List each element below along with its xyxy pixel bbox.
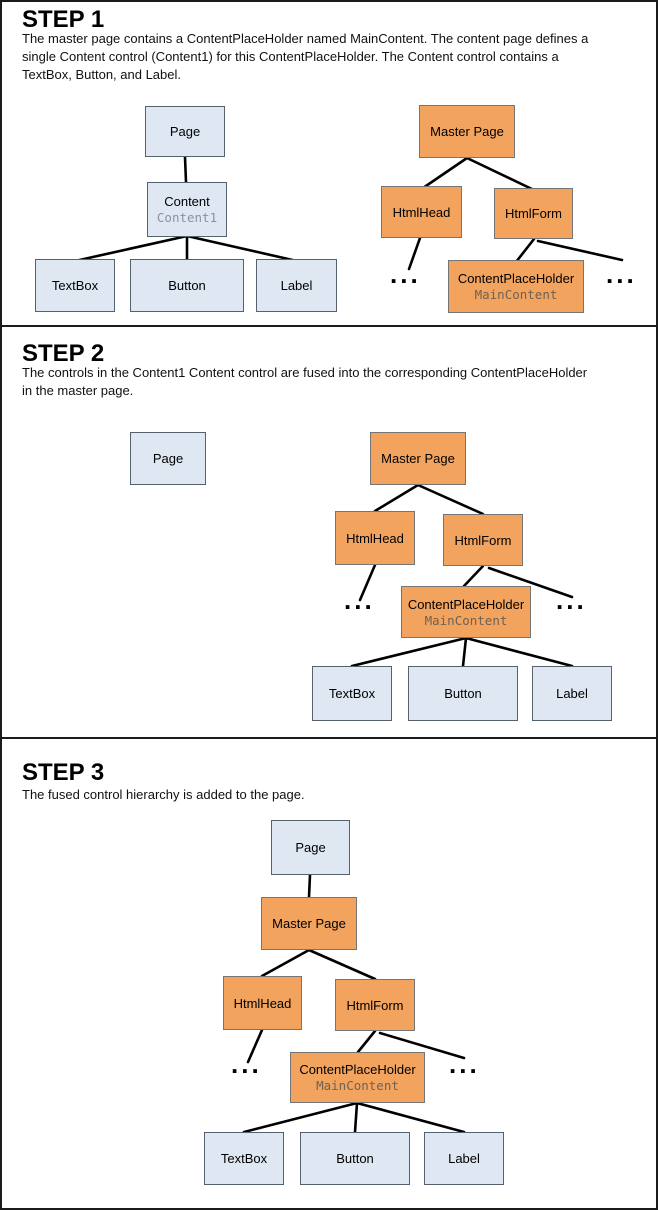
step1-node-content-label: Content	[164, 194, 210, 209]
step3-node-htmlhead-label: HtmlHead	[233, 995, 292, 1011]
connector-master-htmlform	[307, 948, 377, 981]
step3-panel: STEP 3 The fused control hierarchy is ad…	[2, 739, 656, 1208]
step2-node-textbox-label: TextBox	[328, 686, 376, 701]
step1-ellipsis-right: ...	[606, 259, 637, 289]
step3-node-htmlhead: HtmlHead	[223, 976, 302, 1030]
connector-master-htmlform	[416, 483, 485, 516]
connector-page-content	[183, 155, 188, 184]
step1-node-label: Label	[256, 259, 337, 312]
connector-htmlform-cph	[356, 1029, 377, 1054]
connector-page-master	[307, 873, 312, 899]
step1-node-page-label: Page	[169, 124, 201, 139]
step1-node-contentplaceholder-id: MainContent	[474, 287, 558, 302]
step2-node-button-label: Button	[444, 686, 482, 701]
step1-connector-lines	[73, 155, 624, 271]
connector-master-htmlhead	[373, 483, 420, 513]
connector-htmlhead-ellipsis	[358, 563, 377, 602]
step3-node-page: Page	[271, 820, 350, 875]
connector-htmlform-ellipsis	[487, 566, 574, 599]
step3-heading: STEP 3	[22, 759, 105, 786]
step1-heading: STEP 1	[22, 6, 105, 33]
step2-node-page: Page	[130, 432, 206, 485]
step2-node-htmlhead-label: HtmlHead	[346, 530, 404, 546]
step2-node-master-page: Master Page	[370, 432, 466, 485]
step3-node-master-page-label: Master Page	[272, 916, 346, 931]
step1-node-content: Content Content1	[147, 182, 227, 237]
step1-node-textbox-label: TextBox	[51, 278, 99, 293]
step3-node-htmlform: HtmlForm	[335, 979, 415, 1031]
step1-description: The master page contains a ContentPlaceH…	[22, 31, 589, 82]
connector-cph-label	[355, 1101, 466, 1134]
step3-node-contentplaceholder: ContentPlaceHolder MainContent	[290, 1052, 425, 1103]
step1-node-content-id: Content1	[156, 210, 218, 225]
step1-node-master-page: Master Page	[419, 105, 515, 158]
step1-node-htmlhead-label: HtmlHead	[392, 204, 451, 220]
step1-node-textbox: TextBox	[35, 259, 115, 312]
connector-content-label	[185, 234, 299, 263]
step3-description: The fused control hierarchy is added to …	[22, 787, 305, 802]
step3-ellipsis-left: ...	[231, 1049, 262, 1079]
connector-master-htmlhead	[421, 156, 469, 190]
connector-htmlform-cph	[462, 564, 485, 588]
connector-htmlhead-ellipsis	[407, 236, 422, 271]
step1-node-htmlhead: HtmlHead	[381, 186, 462, 238]
step3-node-label: Label	[424, 1132, 504, 1185]
step3-node-contentplaceholder-label: ContentPlaceHolder	[299, 1062, 416, 1077]
step2-node-contentplaceholder-id: MainContent	[424, 612, 508, 628]
step2-node-button: Button	[408, 666, 518, 721]
step3-node-textbox: TextBox	[204, 1132, 284, 1185]
connector-htmlform-ellipsis	[378, 1031, 466, 1060]
step1-panel: STEP 1 The master page contains a Conten…	[2, 2, 656, 327]
step2-node-textbox: TextBox	[312, 666, 392, 721]
step1-node-contentplaceholder-label: ContentPlaceHolder	[457, 271, 575, 286]
connector-cph-button	[461, 636, 468, 668]
connector-htmlhead-ellipsis	[246, 1028, 264, 1064]
connector-cph-textbox	[350, 636, 468, 668]
step1-node-button: Button	[130, 259, 244, 312]
connector-cph-button	[353, 1101, 359, 1134]
step1-ellipsis-left: ...	[390, 259, 421, 289]
step1-node-button-label: Button	[168, 278, 206, 293]
connector-content-textbox	[73, 234, 189, 263]
step2-node-label-label: Label	[556, 686, 588, 701]
step2-node-htmlhead: HtmlHead	[335, 511, 415, 565]
step3-connector-lines	[242, 873, 466, 1134]
step3-node-page-label: Page	[295, 840, 326, 855]
step1-node-htmlform: HtmlForm	[494, 188, 573, 239]
step2-node-contentplaceholder: ContentPlaceHolder MainContent	[401, 586, 531, 638]
step2-node-contentplaceholder-label: ContentPlaceHolder	[407, 596, 525, 612]
connector-htmlform-ellipsis	[536, 239, 624, 262]
step2-heading: STEP 2	[22, 340, 105, 367]
connector-cph-textbox	[242, 1101, 359, 1134]
connector-htmlform-cph	[514, 237, 536, 264]
connector-cph-label	[464, 636, 574, 668]
step1-node-page: Page	[145, 106, 225, 157]
step2-node-label: Label	[532, 666, 612, 721]
step1-node-htmlform-label: HtmlForm	[504, 206, 563, 221]
step2-ellipsis-right: ...	[556, 585, 587, 615]
step2-node-page-label: Page	[152, 451, 184, 466]
step1-node-contentplaceholder: ContentPlaceHolder MainContent	[448, 260, 584, 313]
step2-panel: STEP 2 The controls in the Content1 Cont…	[2, 327, 656, 739]
step3-node-master-page: Master Page	[261, 897, 357, 950]
step3-ellipsis-right: ...	[449, 1049, 480, 1079]
step1-node-label-label: Label	[280, 278, 313, 293]
connector-master-htmlhead	[260, 948, 311, 978]
step2-connector-lines	[350, 483, 574, 668]
step2-description: The controls in the Content1 Content con…	[22, 365, 588, 398]
step2-ellipsis-left: ...	[344, 585, 375, 615]
step3-node-contentplaceholder-id: MainContent	[316, 1078, 399, 1093]
step2-node-master-page-label: Master Page	[381, 451, 455, 466]
step3-node-button: Button	[300, 1132, 410, 1185]
step3-node-button-label: Button	[336, 1151, 374, 1166]
step1-node-master-page-label: Master Page	[430, 124, 504, 139]
step3-node-label-label: Label	[448, 1151, 480, 1166]
step2-node-htmlform-label: HtmlForm	[454, 532, 512, 548]
connector-master-htmlform	[465, 156, 536, 192]
step2-node-htmlform: HtmlForm	[443, 514, 523, 566]
step3-node-textbox-label: TextBox	[220, 1151, 268, 1166]
step3-node-htmlform-label: HtmlForm	[346, 997, 404, 1013]
